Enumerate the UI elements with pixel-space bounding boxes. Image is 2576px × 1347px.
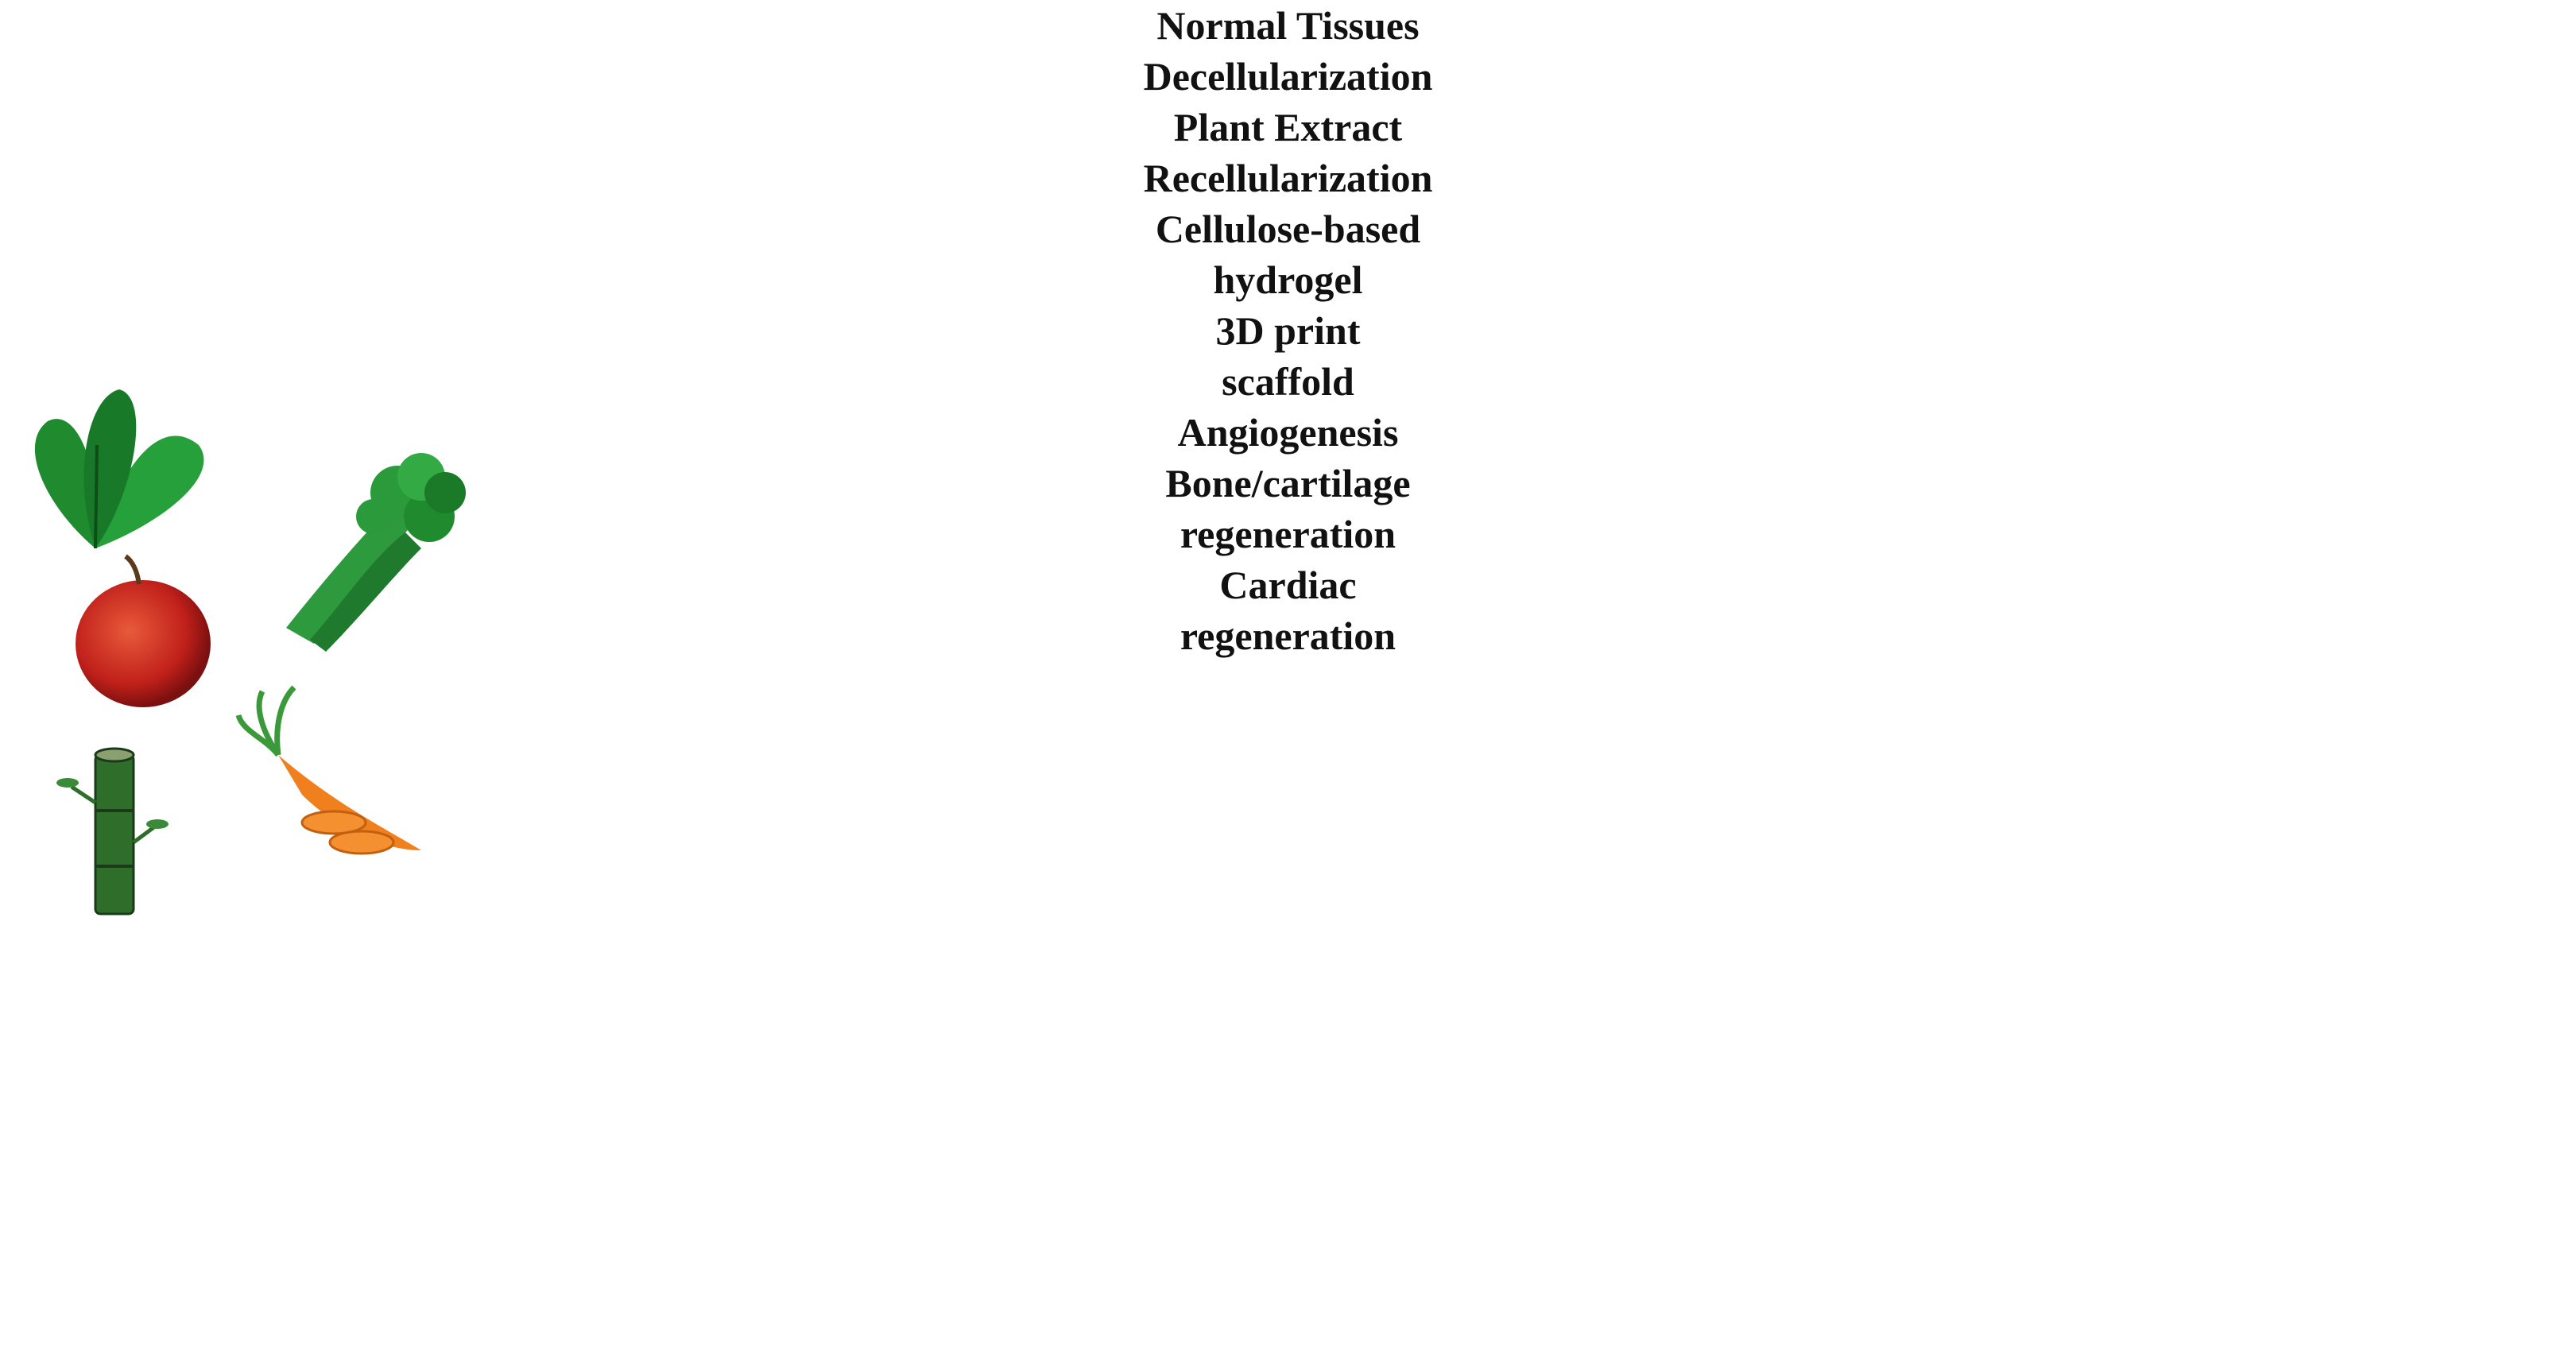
apple-icon (76, 554, 211, 707)
hydrogel-label-line1: Cellulose-based (1155, 207, 1421, 251)
cardiac-label-line1: Cardiac (1219, 563, 1357, 607)
recellularization-label: Recellularization (1143, 156, 1433, 200)
celery-icon (286, 453, 466, 652)
print-label-line2: scaffold (1222, 359, 1354, 404)
normal-tissues-label: Normal Tissues (1156, 3, 1420, 48)
normal-tissues-group (34, 389, 466, 915)
bamboo-stem-icon (56, 747, 169, 915)
angiogenesis-label: Angiogenesis (1177, 410, 1399, 455)
carrot-icon (235, 685, 421, 855)
spinach-leaf-icon (34, 389, 204, 549)
print-label-line1: 3D print (1215, 308, 1361, 353)
decellularization-label: Decellularization (1143, 54, 1433, 99)
plant-extract-label: Plant Extract (1173, 105, 1403, 149)
cardiac-label-line2: regeneration (1180, 614, 1396, 658)
hydrogel-label-line2: hydrogel (1213, 257, 1363, 302)
bone-label-line2: regeneration (1180, 512, 1396, 556)
bone-label-line1: Bone/cartilage (1165, 461, 1411, 505)
